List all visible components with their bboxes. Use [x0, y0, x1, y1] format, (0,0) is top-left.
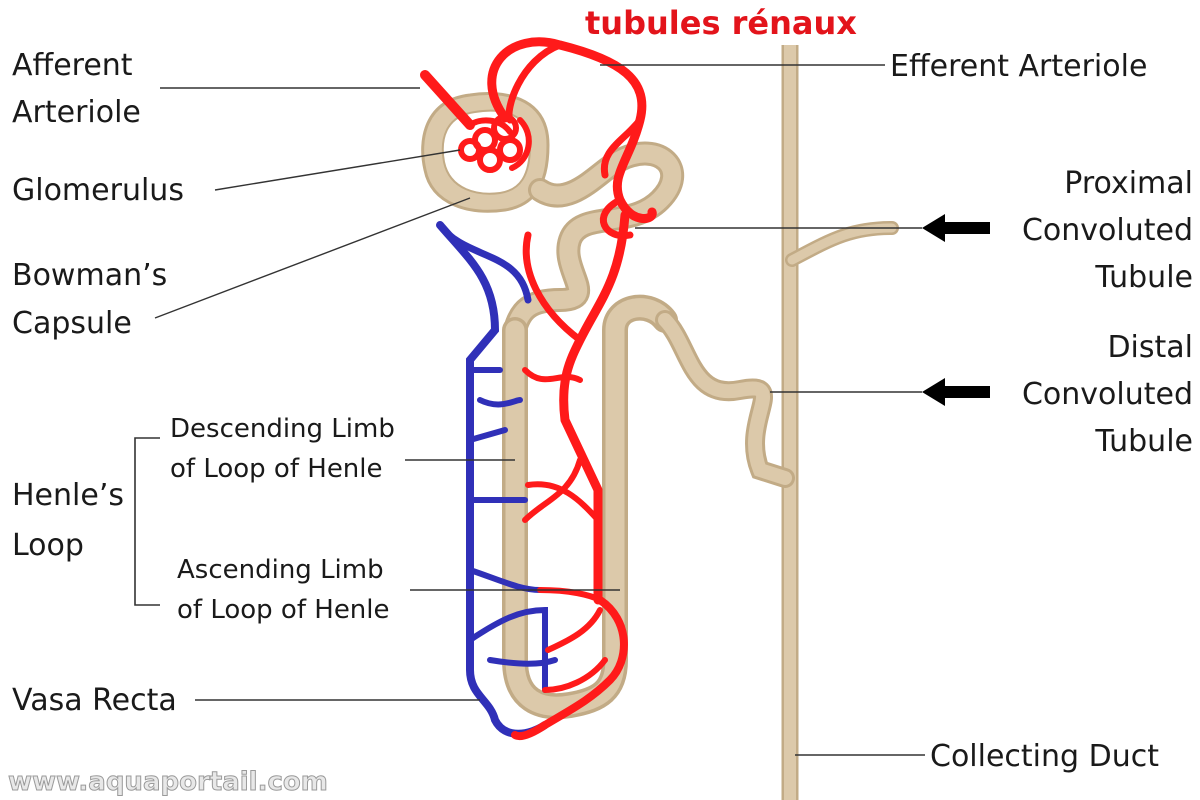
label-afferent-arteriole-line1: Afferent [12, 48, 133, 83]
label-distal-tubule-line2: Convoluted [1022, 377, 1193, 412]
watermark-text: www.aquaportail.com [8, 767, 328, 797]
label-henles-loop-line1: Henle’s [12, 478, 124, 513]
label-henles-loop-line2: Loop [12, 528, 84, 563]
arrow-distal-icon [922, 378, 990, 406]
label-descending-limb-line2: of Loop of Henle [170, 454, 383, 484]
tubule-structures [421, 45, 899, 800]
label-proximal-tubule-line1: Proximal [1064, 166, 1193, 201]
label-bowmans-capsule-line2: Capsule [12, 306, 132, 341]
label-efferent-arteriole: Efferent Arteriole [890, 49, 1147, 84]
arrow-proximal-icon [922, 214, 990, 242]
label-distal-tubule-line1: Distal [1107, 330, 1193, 365]
label-proximal-tubule-line2: Convoluted [1022, 213, 1193, 248]
label-ascending-limb-line2: of Loop of Henle [177, 595, 390, 625]
leader-glomerulus [214, 149, 461, 191]
leader-bowmans-capsule [154, 197, 471, 319]
glomerulus-tangle [458, 114, 532, 173]
label-proximal-tubule-line3: Tubule [1094, 260, 1193, 295]
arterial-vessels [420, 37, 657, 741]
label-bowmans-capsule-line1: Bowman’s [12, 258, 167, 293]
page-title: tubules rénaux [585, 4, 857, 42]
efferent-arteriole-vessel [487, 37, 657, 223]
henles-loop-bracket [134, 437, 160, 606]
leader-lines [154, 64, 925, 756]
label-afferent-arteriole-line2: Arteriole [12, 95, 141, 130]
label-ascending-limb-line1: Ascending Limb [177, 555, 384, 585]
afferent-arteriole-vessel [420, 70, 475, 130]
label-collecting-duct: Collecting Duct [930, 739, 1159, 774]
label-distal-tubule-line3: Tubule [1094, 424, 1193, 459]
label-descending-limb-line1: Descending Limb [170, 414, 395, 444]
label-glomerulus: Glomerulus [12, 173, 184, 208]
label-vasa-recta: Vasa Recta [12, 683, 177, 718]
